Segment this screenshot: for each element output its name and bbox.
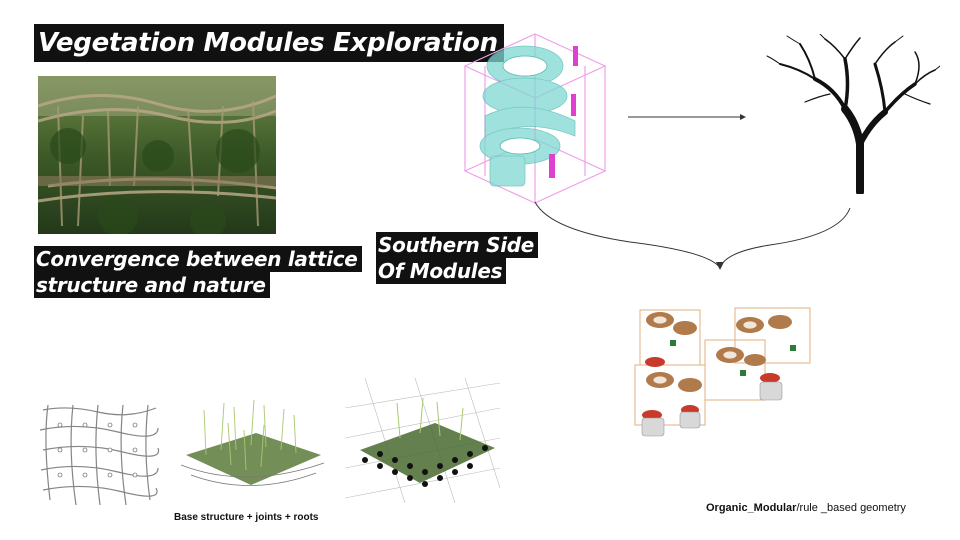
organic-modular-rest: /rule _based geometry (796, 502, 906, 514)
lattice-grass-render (176, 395, 326, 505)
base-structure-caption: Base structure + joints + roots (174, 512, 319, 523)
southern-caption-line-2: Of Modules (376, 258, 507, 284)
lattice-joints-render (344, 377, 501, 504)
convergence-caption-line-1: Convergence between lattice (34, 246, 362, 272)
tree-silhouette (765, 33, 941, 196)
organic-modular-caption: Organic_Modular/rule _based geometry (706, 502, 906, 514)
converging-arrow (530, 200, 855, 275)
organic-modular-bold: Organic_Modular (706, 502, 797, 514)
southern-caption: Southern Side Of Modules (376, 232, 539, 284)
convergence-caption: Convergence between lattice structure an… (34, 246, 362, 298)
page-title: Vegetation Modules Exploration (34, 24, 504, 62)
module-axonometric-diagram (455, 26, 615, 206)
arrow-to-tree (628, 110, 748, 122)
module-cluster-render (630, 300, 820, 450)
convergence-caption-line-2: structure and nature (34, 272, 270, 298)
lattice-roots-render (38, 400, 160, 510)
southern-caption-line-1: Southern Side (376, 232, 539, 258)
root-bridge-photo-art (38, 76, 276, 234)
root-bridge-photo (38, 76, 276, 234)
